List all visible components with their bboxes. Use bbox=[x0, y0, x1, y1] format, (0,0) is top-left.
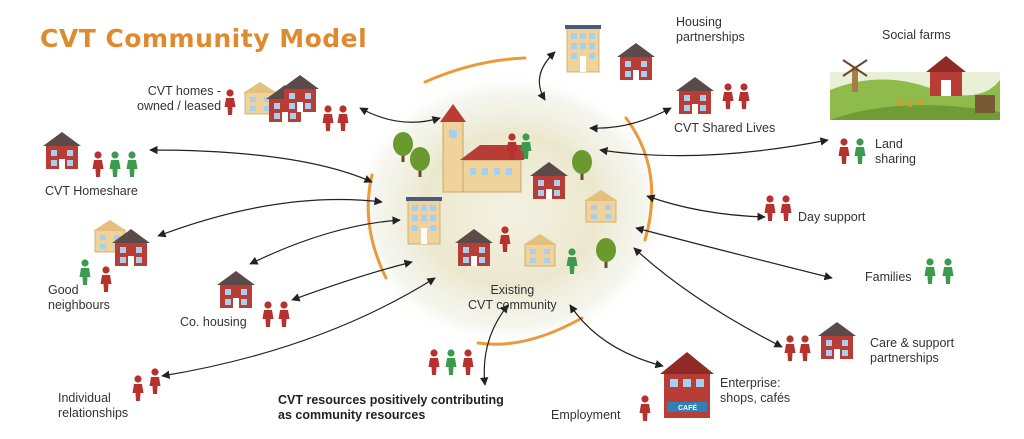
label-social-farms: Social farms bbox=[882, 28, 951, 42]
label-enterprise: Enterprise: shops, cafés bbox=[720, 376, 791, 405]
center-label: Existing CVT community bbox=[468, 283, 557, 312]
day-support-icon bbox=[764, 195, 792, 221]
cvt-homes-icon bbox=[224, 75, 349, 131]
label-employment: Employment bbox=[551, 408, 621, 422]
cvt-shared-lives-icon bbox=[676, 77, 750, 114]
connection-arrows bbox=[149, 51, 833, 386]
label-good-neighbours: Good neighbours bbox=[48, 283, 110, 312]
housing-partnerships-icon bbox=[564, 24, 655, 80]
label-co-housing: Co. housing bbox=[180, 315, 247, 329]
land-sharing-icon bbox=[838, 138, 866, 164]
label-day-support: Day support bbox=[798, 210, 866, 224]
central-community-cluster bbox=[393, 104, 619, 274]
label-cvt-homeshare: CVT Homeshare bbox=[45, 184, 138, 198]
individual-relationships-icon bbox=[132, 368, 161, 401]
label-cvt-homes: CVT homes - owned / leased bbox=[137, 84, 222, 113]
label-cvt-shared-lives: CVT Shared Lives bbox=[674, 121, 776, 135]
label-families: Families bbox=[865, 270, 912, 284]
cafe-shop-icon: CAFÉ bbox=[660, 352, 714, 418]
employment-person-icon bbox=[639, 395, 651, 421]
cvt-resources-people-icon bbox=[428, 349, 474, 375]
label-individual-relationships: Individual relationships bbox=[58, 391, 129, 420]
cvt-homeshare-icon bbox=[43, 132, 138, 177]
label-care-support: Care & support partnerships bbox=[870, 336, 955, 365]
social-farm-illustration bbox=[830, 56, 1000, 120]
cafe-sign-text: CAFÉ bbox=[678, 403, 697, 412]
label-housing-partnerships: Housing partnerships bbox=[676, 15, 745, 44]
label-cvt-resources: CVT resources positively contributing as… bbox=[278, 393, 504, 422]
label-land-sharing: Land sharing bbox=[875, 137, 916, 166]
care-support-partnerships-icon bbox=[784, 322, 856, 361]
good-neighbours-icon bbox=[79, 219, 150, 292]
families-icon bbox=[924, 258, 954, 284]
diagram-title: CVT Community Model bbox=[40, 24, 368, 53]
